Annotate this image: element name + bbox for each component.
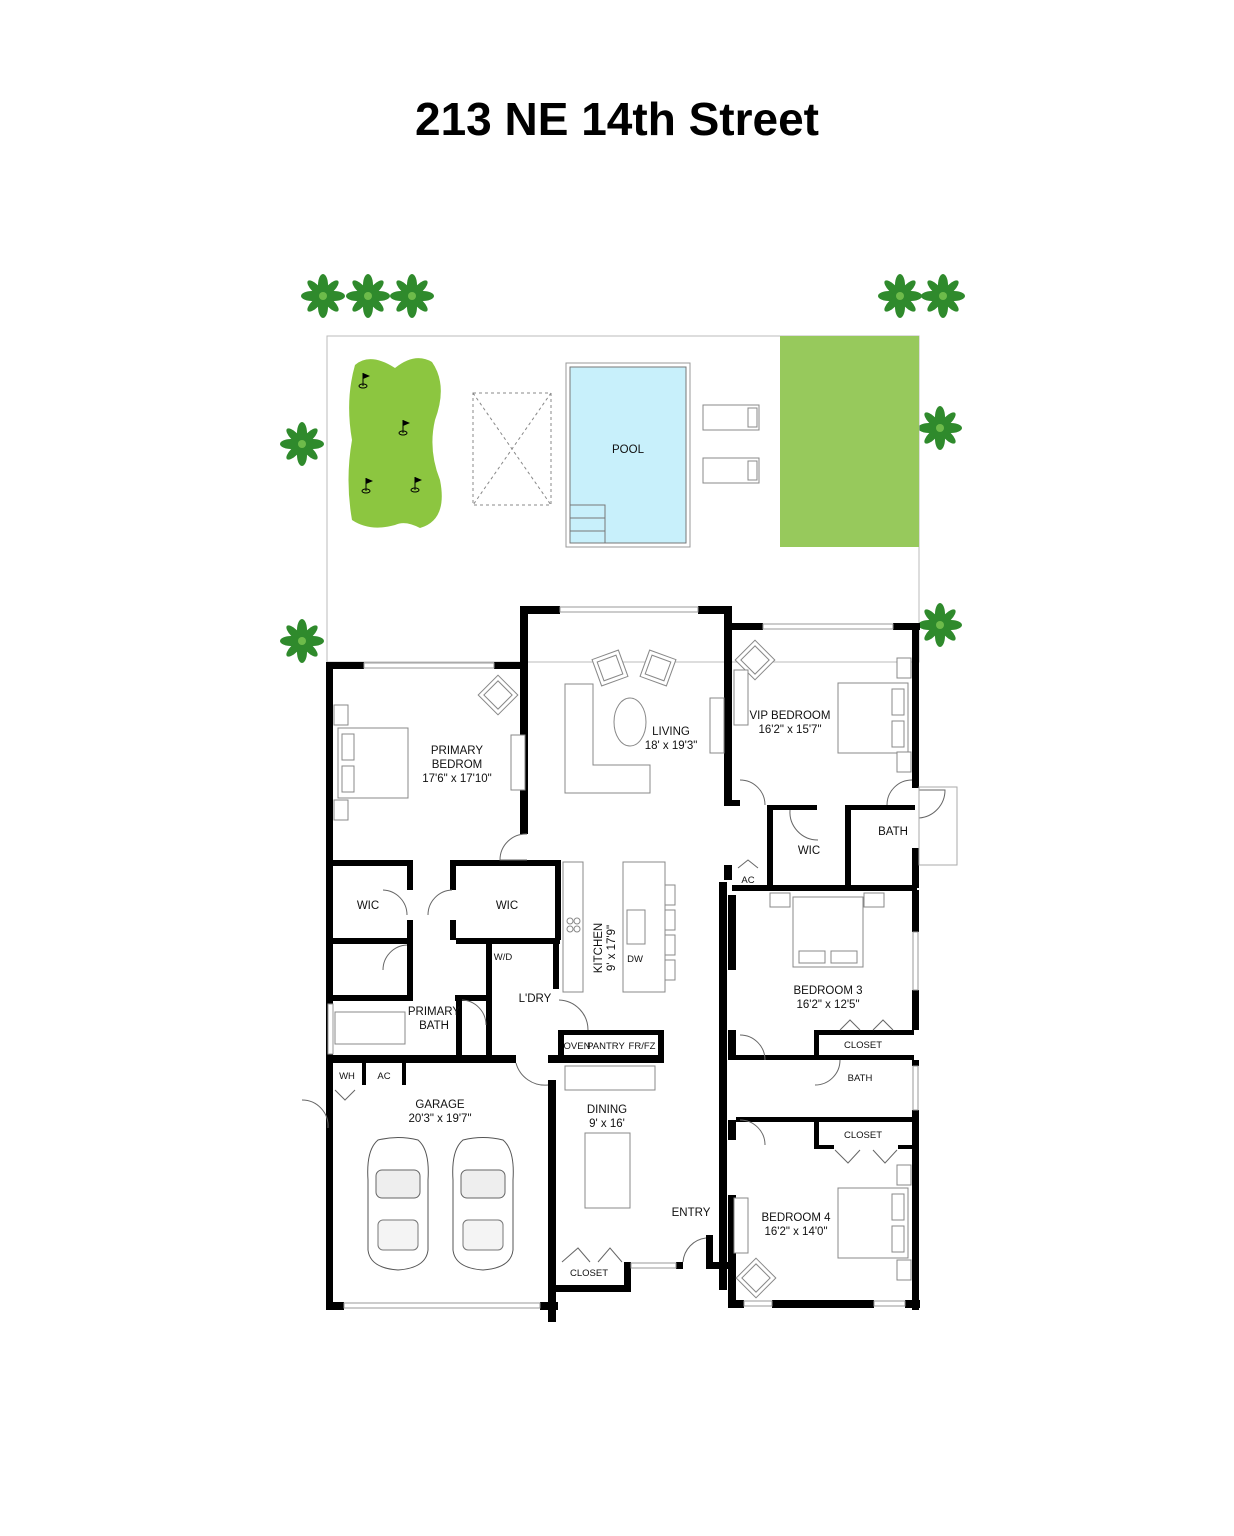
dishwasher-label: DW (627, 954, 643, 965)
wic-label: WIC (357, 900, 379, 912)
dining-label: DINING (587, 1104, 627, 1116)
bath-label: BATH (848, 1073, 873, 1084)
tv-console (510, 669, 749, 1254)
vip-bath-label: BATH (878, 826, 908, 838)
wic-label: WIC (798, 845, 820, 857)
kitchen-label: KITCHEN (593, 923, 605, 973)
bedroom-3-size: 16'2" x 12'5" (796, 999, 859, 1011)
kitchen-size: 9' x 17'9" (606, 925, 618, 971)
walls (326, 606, 920, 1322)
wd-label: W/D (494, 952, 513, 963)
plan-title: 213 NE 14th Street (415, 93, 819, 145)
living-size: 18' x 19'3" (645, 740, 698, 752)
door (301, 779, 946, 1263)
closet-label: CLOSET (570, 1268, 608, 1279)
primary-bedroom-label-2: BEDROM (432, 759, 482, 771)
nightstand (333, 657, 912, 1281)
vip-bedroom-size: 16'2" x 15'7" (758, 724, 821, 736)
ac-label: AC (377, 1071, 390, 1082)
closet-label: CLOSET (844, 1040, 882, 1051)
pool: POOL (565, 362, 691, 548)
primary-bedroom-label: PRIMARY (431, 745, 484, 757)
pantry-label: PANTRY (587, 1041, 625, 1052)
bedroom-3-label: BEDROOM 3 (793, 985, 862, 997)
bedroom-4-size: 16'2" x 14'0" (764, 1226, 827, 1238)
lawn (780, 336, 919, 547)
pergola (472, 392, 552, 506)
ac-label: AC (741, 875, 754, 886)
garage-size: 20'3" x 19'7" (408, 1113, 471, 1125)
oven-label: OVEN (564, 1041, 591, 1052)
coffee-table (613, 697, 647, 747)
putting-green (348, 358, 442, 528)
kitchen-counters (334, 861, 676, 1209)
primary-bath-label-2: BATH (419, 1020, 449, 1032)
pool-label: POOL (612, 444, 645, 456)
closet-label: CLOSET (844, 1130, 882, 1141)
living-label: LIVING (652, 726, 690, 738)
laundry-label: L'DRY (519, 993, 552, 1005)
fridge-freezer-label: FR/FZ (629, 1041, 656, 1052)
water-heater-label: WH (339, 1071, 355, 1082)
bedroom-4-label: BEDROOM 4 (761, 1212, 831, 1224)
garage-label: GARAGE (415, 1099, 465, 1111)
primary-bedroom-size: 17'6" x 17'10" (422, 773, 491, 785)
entry-label: ENTRY (672, 1207, 711, 1219)
car-icon (367, 1137, 514, 1271)
sectional-sofa (564, 683, 651, 794)
stoop (918, 786, 958, 866)
window (327, 606, 919, 1309)
vip-bedroom-label: VIP BEDROOM (750, 710, 831, 722)
wic-label: WIC (496, 900, 518, 912)
primary-bath-label: PRIMARY (408, 1006, 461, 1018)
lounge-chair-icon (702, 404, 760, 484)
dining-size: 9' x 16' (589, 1118, 625, 1130)
